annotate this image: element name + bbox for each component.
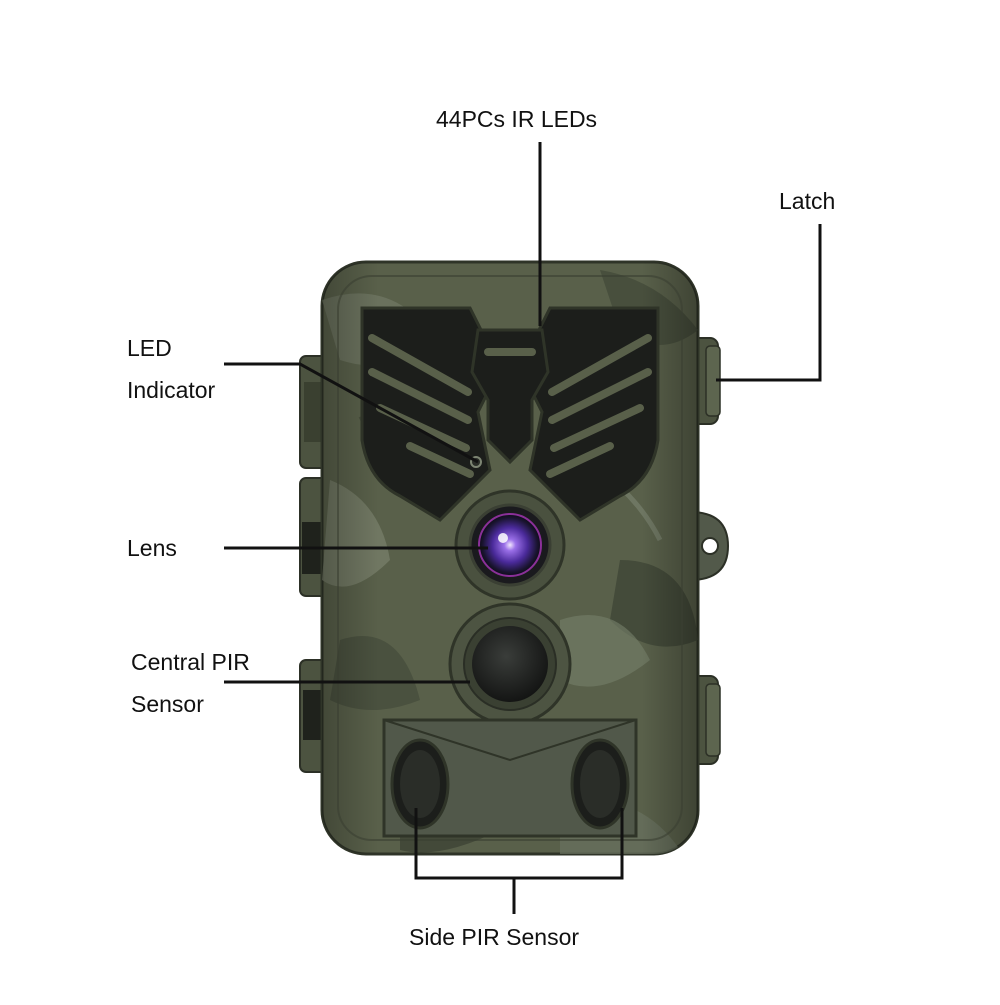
- label-lens: Lens: [127, 527, 177, 569]
- label-side-pir-text: Side PIR Sensor: [409, 924, 580, 950]
- leader-led-indicator: [224, 362, 479, 464]
- leader-side-pir: [414, 808, 624, 880]
- label-central-pir: Central PIR Sensor: [131, 641, 250, 725]
- label-ir-leds: 44PCs IR LEDs: [436, 98, 597, 140]
- leader-latch: [716, 224, 822, 382]
- leader-lines: [224, 142, 822, 914]
- lens: [454, 489, 566, 601]
- label-led-indicator-line1: LED: [127, 335, 172, 361]
- label-lens-text: Lens: [127, 535, 177, 561]
- side-pir-housing: [382, 718, 638, 838]
- label-central-pir-line1: Central PIR: [131, 649, 250, 675]
- label-latch: Latch: [779, 180, 835, 222]
- label-side-pir: Side PIR Sensor: [409, 916, 579, 958]
- ir-led-panel: [360, 306, 660, 522]
- label-led-indicator: LED Indicator: [127, 327, 215, 411]
- central-pir-sensor: [448, 602, 572, 726]
- label-latch-text: Latch: [779, 188, 836, 214]
- label-central-pir-line2: Sensor: [131, 691, 204, 717]
- label-ir-leds-text: 44PCs IR LEDs: [436, 106, 598, 132]
- label-led-indicator-line2: Indicator: [127, 377, 216, 403]
